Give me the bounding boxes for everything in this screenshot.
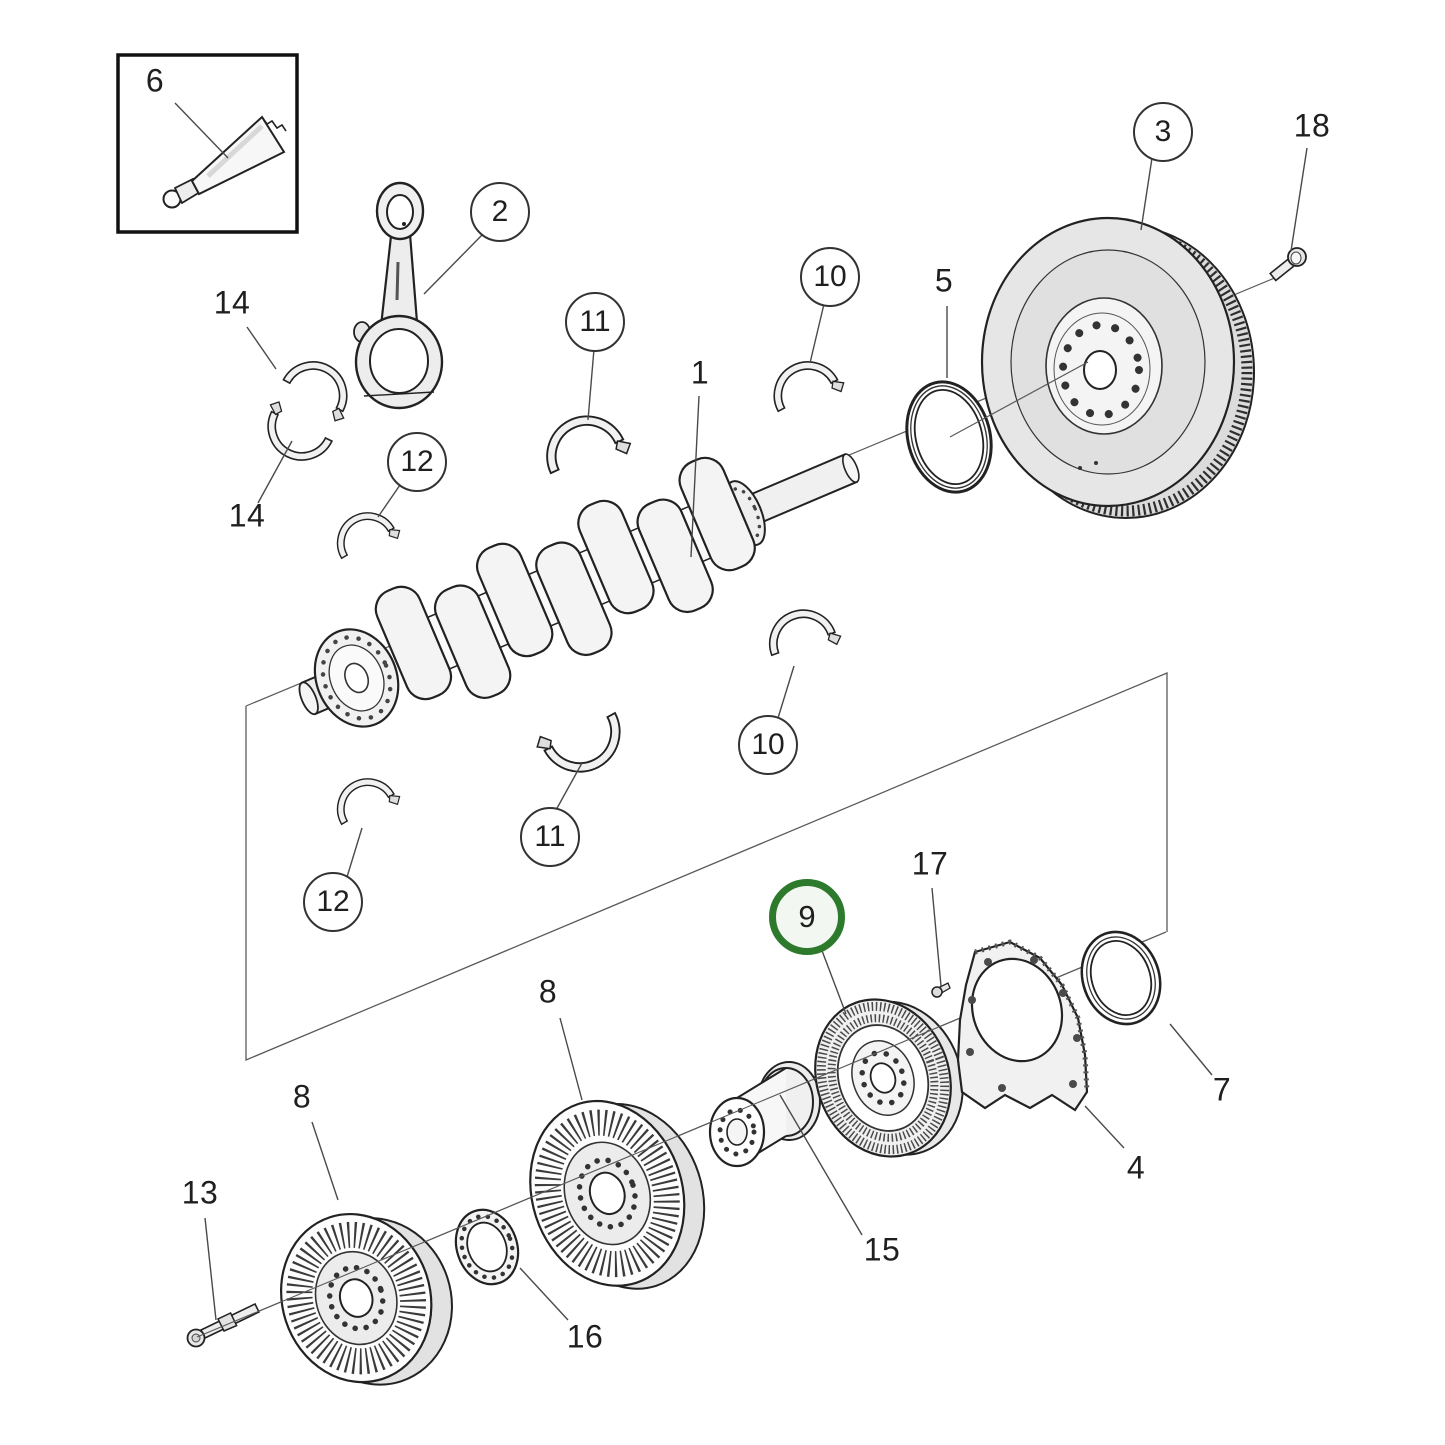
damper-bolt [186,1302,261,1348]
crankshaft [298,453,860,728]
callout-10-1[interactable]: 10 [800,247,860,307]
bearing-shell-10-lower [759,598,844,668]
callout-10-2[interactable]: 10 [738,715,798,775]
callout-1[interactable]: 1 [690,354,710,391]
bearing-shell-14-upper [277,349,363,425]
bearing-shell-12-upper [325,499,404,569]
axis-over-flywheel [949,361,1089,438]
callout-5[interactable]: 5 [934,262,954,299]
damper-disc-rear [529,1099,706,1290]
sealant-tube-box [116,53,299,234]
callout-12-2[interactable]: 12 [303,872,363,932]
callout-3[interactable]: 3 [1133,102,1193,162]
callout-6[interactable]: 6 [145,62,165,99]
bearing-shell-11-lower [532,699,635,789]
callout-14-1[interactable]: 14 [213,284,251,321]
shim-ring-16 [454,1208,520,1286]
crankshaft-pulley [814,998,964,1158]
callout-4[interactable]: 4 [1126,1149,1146,1186]
callout-9[interactable]: 9 [769,879,845,955]
seal-ring-5 [905,380,993,494]
connecting-rod [353,181,444,410]
callout-11-1[interactable]: 11 [565,292,625,352]
seal-ring-7 [1080,930,1162,1026]
callout-8-1[interactable]: 8 [538,973,558,1010]
bearing-shell-14-lower [252,398,339,473]
callout-8-2[interactable]: 8 [292,1078,312,1115]
bearing-shell-10-upper [761,347,848,423]
callout-14-2[interactable]: 14 [228,497,266,534]
small-bolt-17 [931,982,951,998]
callout-7[interactable]: 7 [1212,1071,1232,1108]
bearing-shell-11-upper [533,400,635,488]
callout-15[interactable]: 15 [863,1231,901,1268]
crankshaft-hub [708,1061,821,1168]
callout-12-1[interactable]: 12 [387,432,447,492]
callout-16[interactable]: 16 [566,1318,604,1355]
callout-18[interactable]: 18 [1293,107,1331,144]
flywheel [980,216,1255,519]
damper-disc-front [279,1212,453,1386]
callout-11-2[interactable]: 11 [520,807,580,867]
assembly-plane-outline [245,672,1168,1061]
sealant-tube [162,115,287,209]
seal-housing-plate [956,939,1090,1112]
bearing-shell-12-lower [325,765,404,835]
callout-17[interactable]: 17 [911,845,949,882]
callout-2[interactable]: 2 [470,182,530,242]
flywheel-bolt [1269,247,1307,282]
callout-13[interactable]: 13 [181,1174,219,1211]
leader-lines [174,102,1308,1321]
